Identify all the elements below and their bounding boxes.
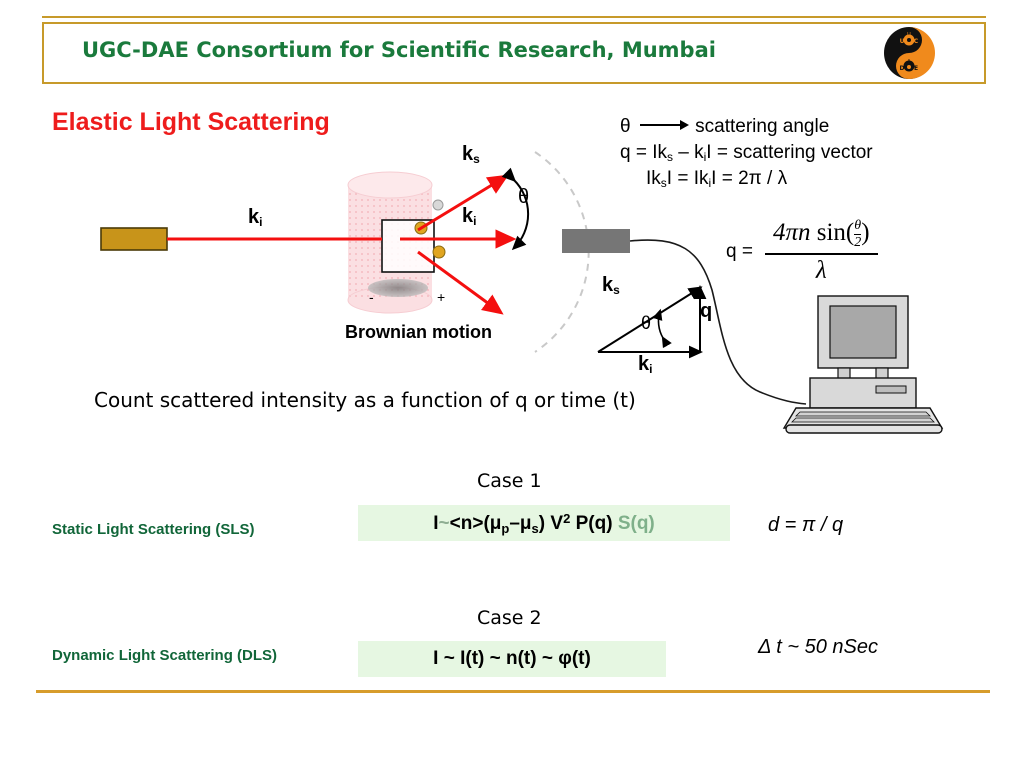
num-n: n (797, 219, 811, 247)
label-ks-scattered: ks (462, 143, 480, 166)
label-ki-triangle: ki (638, 353, 653, 376)
svg-text:U: U (900, 38, 905, 45)
q-equation-fraction: 4πn sin( θ 2 ) λ (764, 218, 878, 285)
legend-k-prefix: Ik (646, 168, 661, 189)
label-q-triangle: q (700, 300, 713, 322)
dls-formula-box: I ~ I(t) ~ n(t) ~ φ(t) (358, 641, 666, 677)
sls-open-paren: ( (483, 512, 490, 534)
vector-triangle (597, 285, 707, 359)
legend-row-angle: θ scattering angle (620, 114, 873, 140)
header-title: UGC-DAE Consortium for Scientific Resear… (82, 38, 716, 62)
sls-close-paren: ) (538, 512, 546, 534)
sls-Pq: P(q) (575, 512, 613, 534)
diagram-caption: Count scattered intensity as a function … (94, 388, 636, 412)
sls-mu-s: μ (519, 512, 532, 534)
legend-q-sub-i: i (703, 150, 707, 164)
num-pi: π (785, 219, 798, 247)
sls-V-exponent: 2 (563, 510, 571, 526)
ugc-dae-yinyang-logo: U U C A D E (878, 26, 940, 80)
num-theta: θ (854, 218, 862, 233)
case-2-label: Case 2 (477, 607, 542, 629)
sls-minus: – (509, 512, 520, 534)
sls-I: I (433, 512, 439, 534)
legend-q-mid: – k (673, 142, 704, 163)
sls-mu-p-sub: p (501, 520, 510, 536)
bottom-rule (36, 690, 990, 693)
sls-V: V (550, 512, 564, 534)
svg-text:C: C (914, 38, 919, 45)
legend-row-vector: q = Iks – kiI = scattering vector (620, 140, 873, 166)
sls-formula-box: I~<n>(μp–μs) V2 P(q) S(q) (358, 505, 730, 541)
detector-box-body (562, 229, 630, 253)
legend-row-magnitude: IksI = IkiI = 2π / λ (620, 166, 873, 192)
label-brownian-motion: Brownian motion (345, 322, 492, 342)
sls-mu-p: μ (489, 512, 502, 534)
label-theta-triangle: θ (641, 313, 652, 333)
laser-source-body (100, 227, 168, 251)
label-cell-minus: - (369, 289, 374, 305)
right-arrow-icon (636, 120, 690, 130)
label-ki-transmitted: ki (462, 205, 477, 228)
dls-technique-label: Dynamic Light Scattering (DLS) (52, 647, 278, 664)
legend-q-suffix: I = scattering vector (706, 142, 873, 163)
sls-Sq: S(q) (617, 512, 655, 534)
sls-side-note: d = π / q (768, 514, 844, 536)
sls-tilde: ~ (438, 512, 450, 534)
svg-text:D: D (900, 65, 905, 72)
case-1-label: Case 1 (477, 470, 542, 492)
svg-text:U: U (907, 32, 911, 38)
q-equation-denominator: λ (815, 257, 827, 284)
sls-technique-label: Static Light Scattering (SLS) (52, 521, 255, 538)
legend-q-sub-s: s (667, 150, 673, 164)
num-coeff: 4 (772, 219, 786, 247)
q-equation-fraction-bar (764, 253, 878, 255)
num-close-paren: ) (861, 219, 870, 247)
legend-q-prefix: q = Ik (620, 142, 667, 163)
num-theta-over-two: θ 2 (854, 218, 862, 251)
theta-symbol: θ (620, 116, 631, 137)
label-theta-cell: θ (518, 186, 530, 208)
legend-k-sub-s: s (660, 176, 667, 190)
sls-formula: I~<n>(μp–μs) V2 P(q) S(q) (433, 511, 655, 536)
num-two: 2 (854, 235, 862, 250)
label-cell-plus: + (437, 289, 446, 305)
dls-side-note: Δ t ~ 50 nSec (758, 636, 878, 658)
header-band (42, 22, 986, 84)
header-top-rule (42, 16, 986, 18)
page-title: Elastic Light Scattering (52, 108, 330, 136)
sls-mu-s-sub: s (531, 520, 539, 536)
label-ki-incident: ki (248, 206, 263, 229)
label-ks-triangle: ks (602, 274, 620, 297)
legend-block: θ scattering angle q = Iks – kiI = scatt… (620, 114, 873, 192)
legend-k-suffix: I = 2π / λ (711, 168, 788, 189)
num-sin: sin( (816, 219, 855, 247)
q-equation: q = 4πn sin( θ 2 ) λ (726, 218, 878, 285)
legend-angle-text: scattering angle (695, 116, 830, 137)
sls-n-avg: <n> (449, 512, 484, 534)
svg-text:A: A (907, 59, 911, 65)
legend-k-mid: I = Ik (666, 168, 709, 189)
svg-text:E: E (914, 65, 918, 72)
q-equation-numerator: 4πn sin( θ 2 ) (765, 218, 878, 253)
legend-k-sub-i: i (708, 176, 712, 190)
q-equation-label: q = (726, 240, 753, 262)
computer-workstation-graphic (782, 295, 944, 434)
